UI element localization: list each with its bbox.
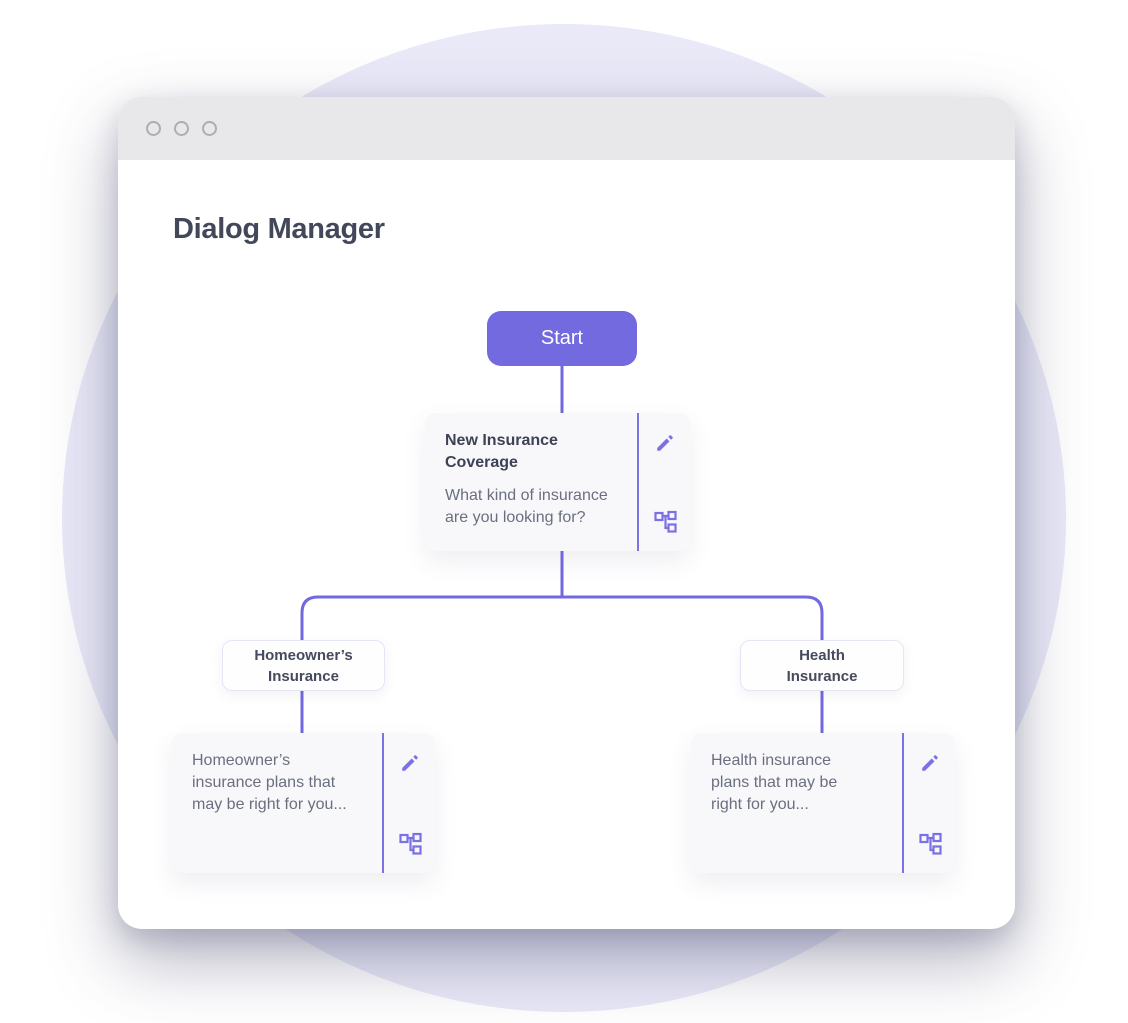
dialog-node-body: What kind of insurance are you looking f… bbox=[445, 487, 608, 526]
maximize-icon[interactable] bbox=[202, 121, 217, 136]
branch-node-button[interactable] bbox=[918, 832, 942, 856]
dialog-node-homeowners: Homeowner’s insurance plans that may be … bbox=[172, 733, 435, 873]
card-divider bbox=[637, 413, 639, 551]
dialog-node-root: New Insurance Coverage What kind of insu… bbox=[425, 413, 690, 551]
browser-window: Dialog Manager Start New Insurance Cover… bbox=[118, 97, 1015, 929]
card-actions bbox=[639, 413, 690, 551]
pencil-icon bbox=[399, 755, 421, 777]
dialog-node-title: New Insurance Coverage bbox=[445, 432, 558, 471]
card-divider bbox=[382, 733, 384, 873]
window-titlebar bbox=[118, 97, 1015, 160]
dialog-node-body: Homeowner’s insurance plans that may be … bbox=[192, 752, 347, 813]
dialog-node-content: Health insurance plans that may be right… bbox=[691, 733, 902, 873]
dialog-node-content: New Insurance Coverage What kind of insu… bbox=[425, 413, 637, 551]
tree-icon bbox=[653, 510, 677, 537]
branch-label-health[interactable]: Health Insurance bbox=[740, 640, 904, 691]
start-node-button[interactable]: Start bbox=[487, 311, 637, 366]
edit-node-button[interactable] bbox=[919, 752, 941, 774]
tree-icon bbox=[398, 832, 422, 859]
close-icon[interactable] bbox=[146, 121, 161, 136]
branch-node-button[interactable] bbox=[398, 832, 422, 856]
edit-node-button[interactable] bbox=[399, 752, 421, 774]
dialog-node-body: Health insurance plans that may be right… bbox=[711, 752, 838, 813]
card-actions bbox=[904, 733, 955, 873]
page-title: Dialog Manager bbox=[173, 213, 385, 245]
dialog-node-content: Homeowner’s insurance plans that may be … bbox=[172, 733, 382, 873]
card-actions bbox=[384, 733, 435, 873]
dialog-node-health: Health insurance plans that may be right… bbox=[691, 733, 955, 873]
tree-icon bbox=[918, 832, 942, 859]
card-divider bbox=[902, 733, 904, 873]
pencil-icon bbox=[919, 755, 941, 777]
branch-label-homeowners[interactable]: Homeowner’s Insurance bbox=[222, 640, 385, 691]
pencil-icon bbox=[654, 435, 676, 457]
minimize-icon[interactable] bbox=[174, 121, 189, 136]
edit-node-button[interactable] bbox=[654, 432, 676, 454]
branch-node-button[interactable] bbox=[653, 510, 677, 534]
